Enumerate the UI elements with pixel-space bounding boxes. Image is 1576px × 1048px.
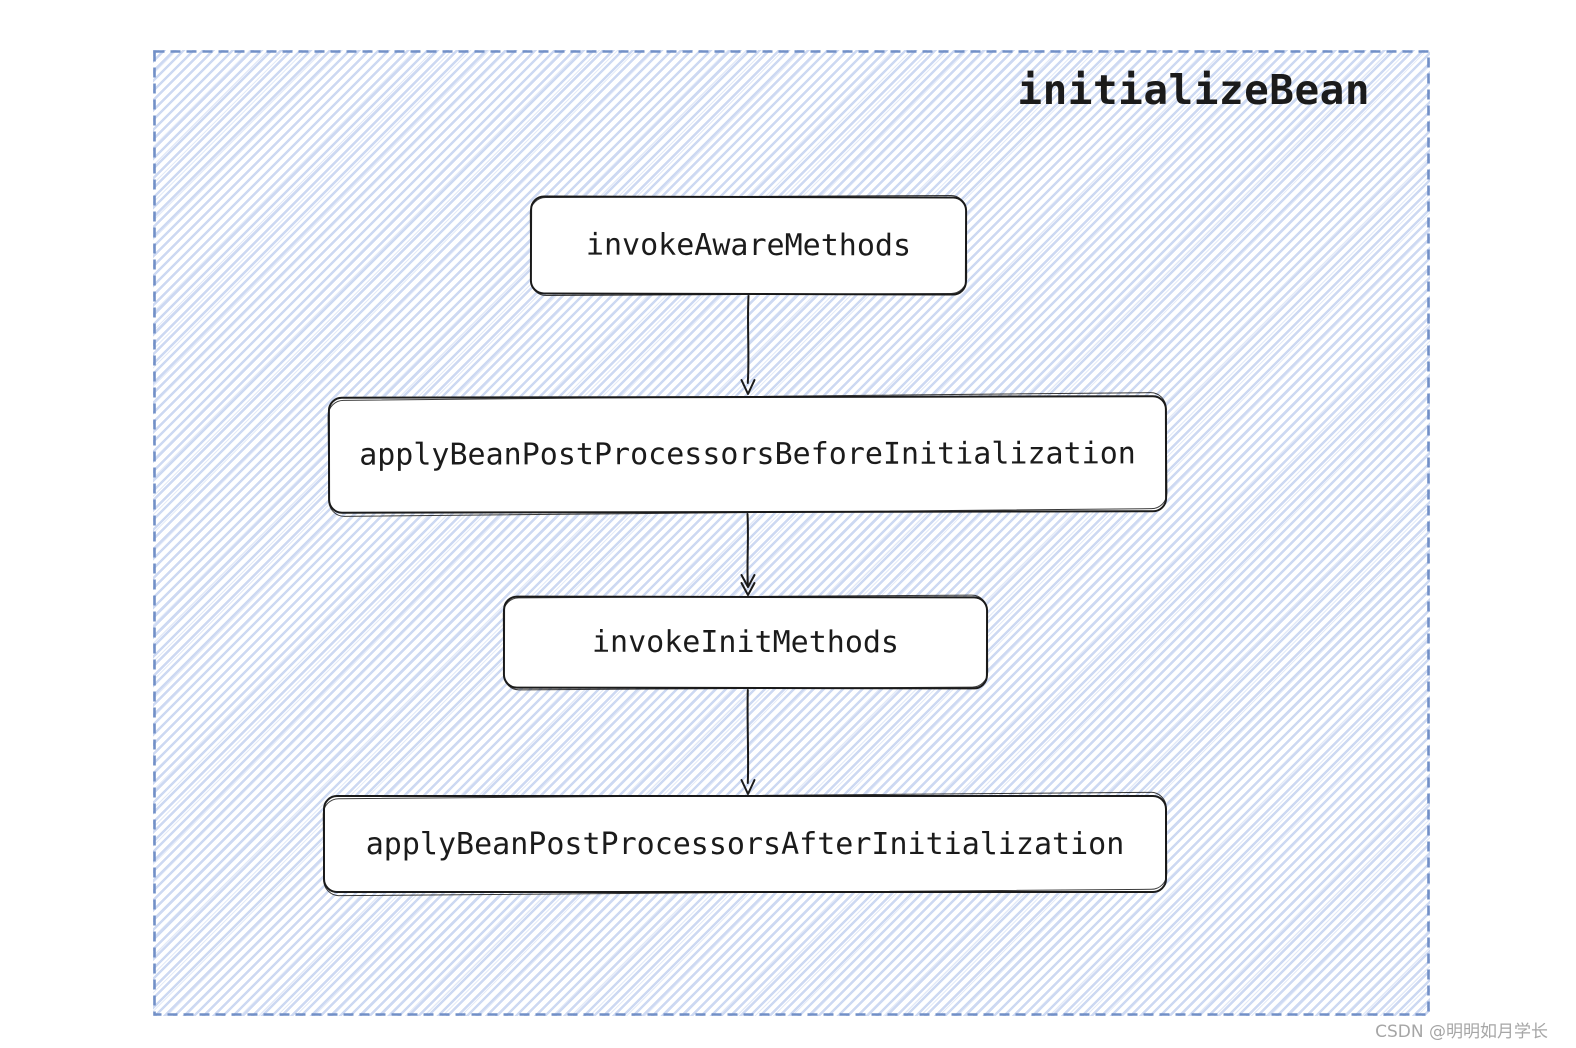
node-invoke-init-methods: invokeInitMethods	[502, 595, 989, 690]
csdn-watermark: CSDN @明明如月学长	[1375, 1022, 1548, 1042]
node-label: applyBeanPostProcessorsBeforeInitializat…	[359, 436, 1136, 473]
node-apply-bpp-before-init: applyBeanPostProcessorsBeforeInitializat…	[327, 395, 1168, 514]
node-label: applyBeanPostProcessorsAfterInitializati…	[365, 826, 1125, 862]
flow-arrow-icon	[740, 295, 756, 395]
initialize-bean-frame: initializeBean invokeAwareMethods applyB…	[153, 50, 1430, 1016]
node-apply-bpp-after-init: applyBeanPostProcessorsAfterInitializati…	[323, 795, 1167, 893]
flow-arrow-icon	[740, 513, 756, 596]
node-label: invokeInitMethods	[591, 624, 900, 661]
diagram-title: initializeBean	[1017, 66, 1370, 114]
flow-arrow-icon	[740, 689, 756, 795]
node-invoke-aware-methods: invokeAwareMethods	[529, 195, 968, 296]
node-label: invokeAwareMethods	[585, 227, 912, 264]
